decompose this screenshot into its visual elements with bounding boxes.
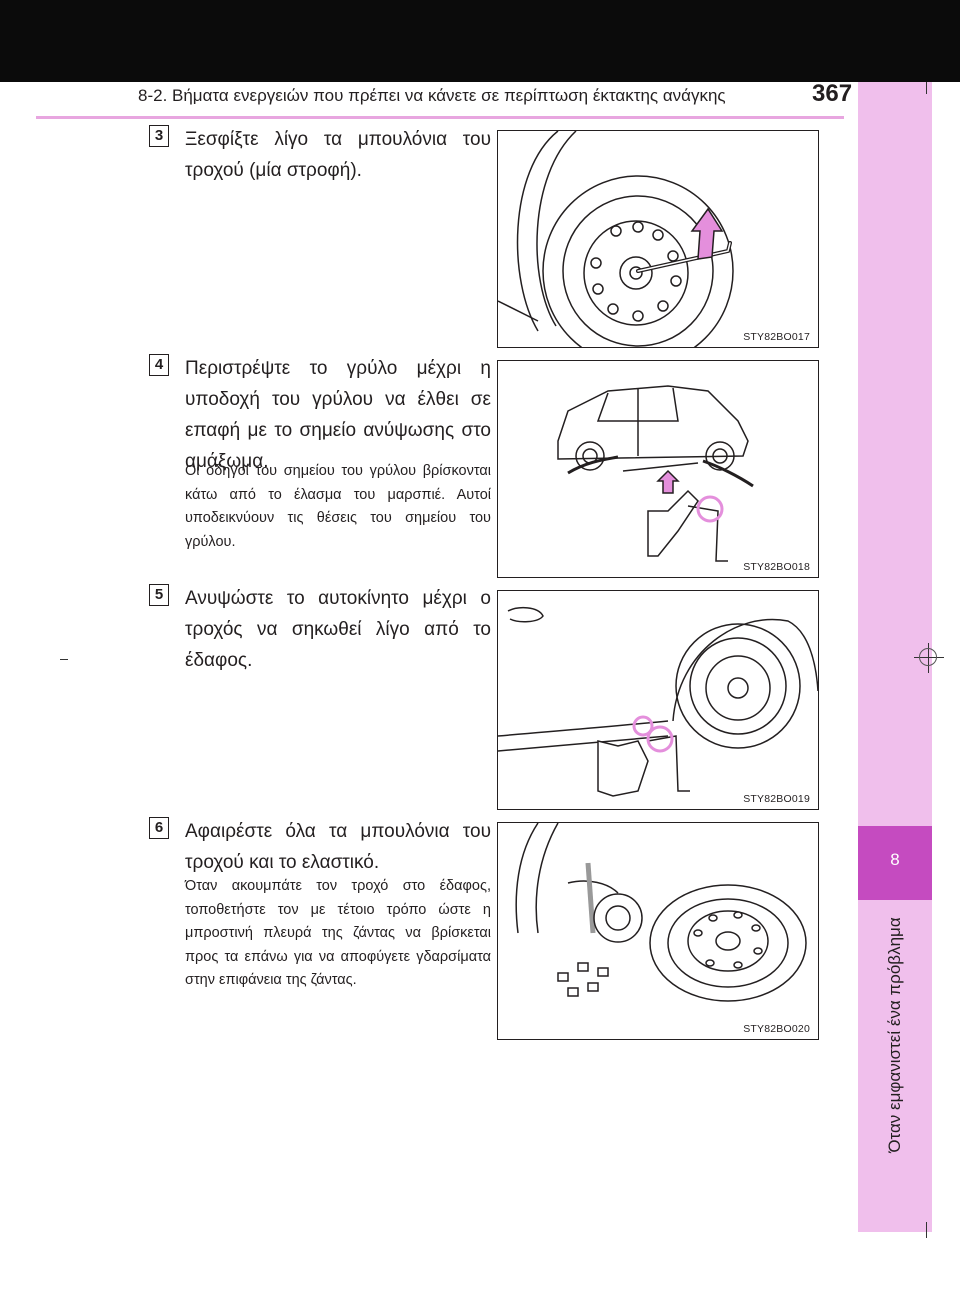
page-number: 367	[812, 80, 853, 107]
step-number-5: 5	[149, 584, 169, 606]
figure-code: STY82BO020	[743, 1023, 810, 1035]
step-number-3: 3	[149, 125, 169, 147]
section-header: 8-2. Βήματα ενεργειών που πρέπει να κάνε…	[138, 86, 726, 105]
crop-mark	[926, 1222, 927, 1238]
figure-step-3: STY82BO017	[497, 130, 819, 348]
figure-step-6: STY82BO020	[497, 822, 819, 1040]
crop-mark	[60, 659, 68, 660]
chapter-number-block	[858, 826, 932, 900]
figure-code: STY82BO017	[743, 331, 810, 343]
chapter-title: Όταν εμφανιστεί ένα πρόβλημα	[885, 917, 904, 1153]
step-4-title: Περιστρέψτε το γρύλο μέχρι η υποδοχή του…	[185, 358, 491, 472]
figure-step-4: STY82BO018	[497, 360, 819, 578]
header-rule	[36, 116, 844, 119]
chapter-title-vertical: Όταν εμφανιστεί ένα πρόβλημα	[858, 915, 932, 1155]
figure-step-5: STY82BO019	[497, 590, 819, 810]
figure-code: STY82BO018	[743, 561, 810, 573]
step-6-note: Όταν ακουμπάτε τον τροχό στο έδαφος, τοπ…	[185, 878, 491, 988]
top-black-bar	[0, 0, 960, 82]
chapter-number: 8	[890, 850, 900, 869]
step-number-6: 6	[149, 817, 169, 839]
step-5-title: Ανυψώστε το αυτοκίνητο μέχρι ο τροχός να…	[185, 588, 491, 671]
crop-mark	[926, 82, 927, 94]
loosen-wheel-nuts-illustration	[498, 131, 734, 347]
remove-wheel-illustration	[515, 823, 807, 1002]
step-3-title: Ξεσφίξτε λίγο τα μπουλόνια του τροχού (μ…	[185, 129, 491, 181]
figure-code: STY82BO019	[743, 793, 810, 805]
step-number-4: 4	[149, 354, 169, 376]
registration-mark	[919, 648, 937, 666]
step-6-title: Αφαιρέστε όλα τα μπουλόνια του τροχού κα…	[185, 821, 491, 873]
raise-vehicle-illustration	[498, 606, 818, 797]
step-4-note: Οι οδηγοί του σημείου του γρύλου βρίσκον…	[185, 463, 491, 550]
jack-point-illustration	[557, 385, 754, 562]
